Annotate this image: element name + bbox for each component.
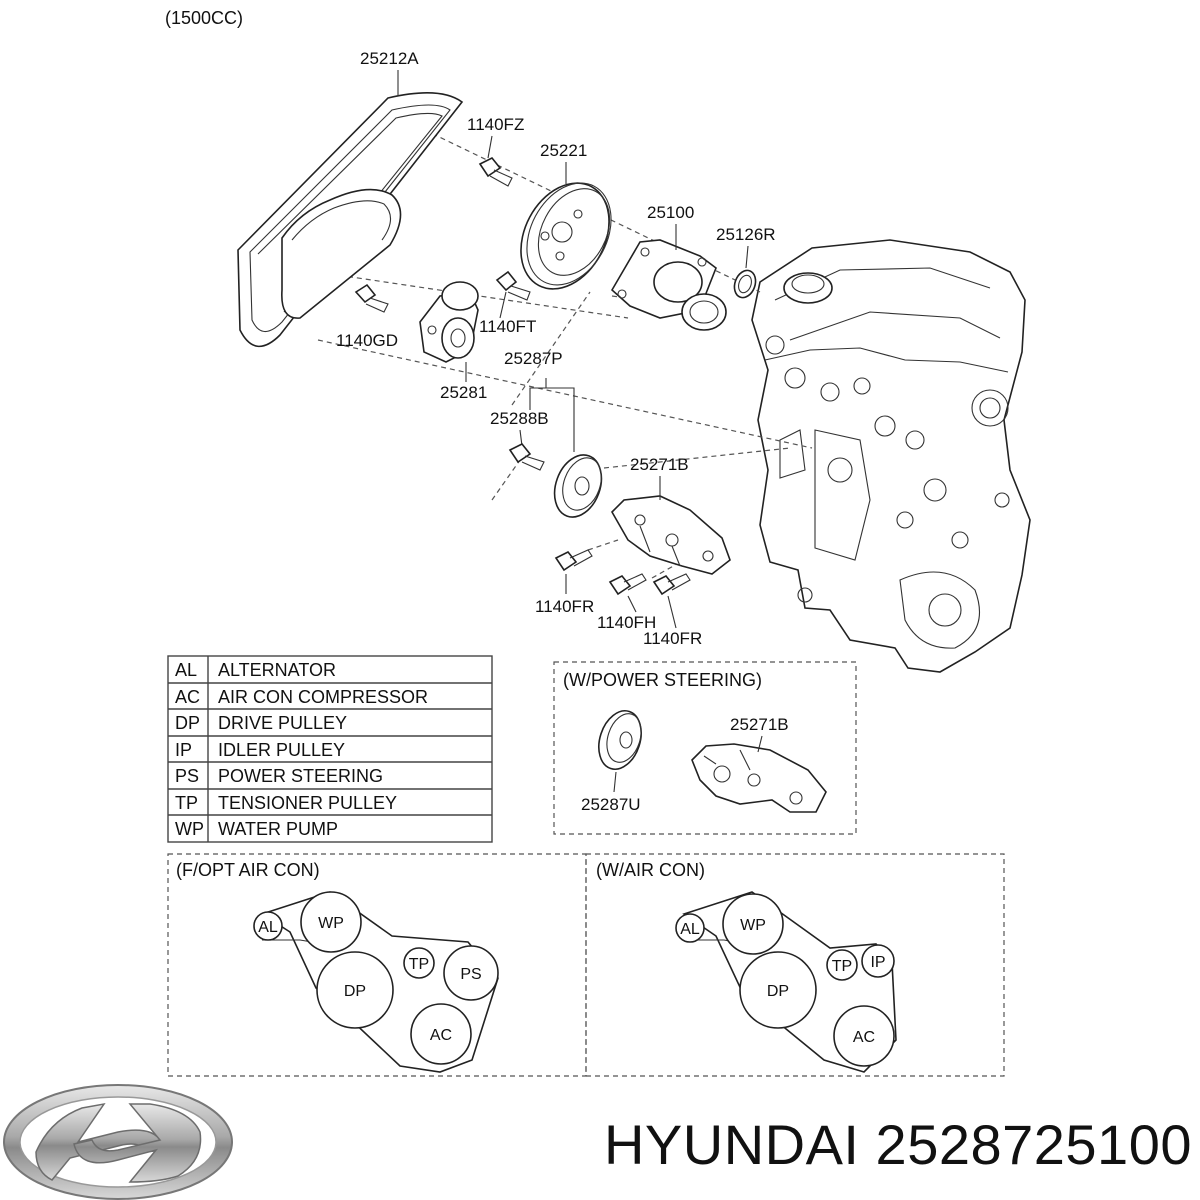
legend-code: AC <box>175 687 200 707</box>
bolt-idler <box>508 442 545 471</box>
ps-box-pulley: 25287U <box>581 795 641 814</box>
pulley-ip: IP <box>870 954 885 971</box>
pulley-ps: PS <box>460 966 481 983</box>
label-water-pump: 25100 <box>647 203 694 222</box>
routing-opt-title: (F/OPT AIR CON) <box>176 860 320 880</box>
label-idler-assy: 25287P <box>504 349 563 368</box>
label-bolt-ft: 1140FT <box>479 317 536 336</box>
legend-table: AL ALTERNATOR AC AIR CON COMPRESSOR DP D… <box>167 655 493 843</box>
tensioner <box>419 281 479 363</box>
label-bracket: 25271B <box>630 455 689 474</box>
bolt-1140fr-left <box>554 549 593 572</box>
brand-caption: HYUNDAI 2528725100 <box>522 1110 1192 1180</box>
brand-name: HYUNDAI <box>603 1113 860 1176</box>
part-number: 2528725100 <box>875 1113 1192 1176</box>
routing-box-opt: (F/OPT AIR CON) AL WP DP TP PS AC <box>167 853 587 1077</box>
pulley-ac: AC <box>853 1029 875 1046</box>
engine-label: (1500CC) <box>165 8 243 28</box>
pulley-dp: DP <box>767 983 789 1000</box>
idler-pulley <box>553 454 603 518</box>
pulley-ac: AC <box>430 1027 452 1044</box>
bolt-1140gd <box>354 283 389 313</box>
ps-box-bracket: 25271B <box>730 715 789 734</box>
bolt-1140fz <box>478 156 513 187</box>
bolt-1140fh <box>608 573 647 596</box>
pulley-al: AL <box>680 921 700 938</box>
label-bolt-fz: 1140FZ <box>467 115 524 134</box>
legend-name: AIR CON COMPRESSOR <box>218 687 428 707</box>
label-pulley-wp: 25221 <box>540 141 587 160</box>
label-bolt-gd: 1140GD <box>336 331 398 350</box>
label-bolt-fr1: 1140FR <box>535 597 594 616</box>
legend-code: TP <box>175 793 198 813</box>
bracket <box>611 495 731 575</box>
label-bolt-idler: 25288B <box>490 409 549 428</box>
bolt-1140ft <box>495 270 531 301</box>
legend-name: TENSIONER PULLEY <box>218 793 397 813</box>
legend-code: AL <box>175 660 197 680</box>
legend-name: IDLER PULLEY <box>218 740 345 760</box>
routing-ac-title: (W/AIR CON) <box>596 860 705 880</box>
pulley-wp: WP <box>318 915 344 932</box>
legend-code: IP <box>175 740 192 760</box>
legend-code: PS <box>175 766 199 786</box>
drive-belt <box>237 92 464 348</box>
legend-name: POWER STEERING <box>218 766 383 786</box>
gasket <box>733 269 757 299</box>
bolt-1140fr-right <box>652 573 691 596</box>
pulley-tp: TP <box>409 956 429 973</box>
routing-box-ac: (W/AIR CON) AL WP DP TP IP AC <box>585 853 1005 1077</box>
legend-code: DP <box>175 713 200 733</box>
legend-name: WATER PUMP <box>218 819 338 839</box>
pulley-dp: DP <box>344 983 366 1000</box>
ps-box-title: (W/POWER STEERING) <box>563 670 762 690</box>
label-bolt-fh: 1140FH <box>597 613 656 632</box>
label-belt: 25212A <box>360 49 419 68</box>
engine-block <box>751 239 1031 673</box>
hyundai-logo <box>3 1084 233 1200</box>
water-pump-pulley <box>520 182 612 290</box>
legend-code: WP <box>175 819 204 839</box>
water-pump <box>610 239 727 331</box>
legend-name: ALTERNATOR <box>218 660 336 680</box>
legend-name: DRIVE PULLEY <box>218 713 347 733</box>
pulley-tp: TP <box>832 958 852 975</box>
pulley-wp: WP <box>740 917 766 934</box>
label-bolt-fr2: 1140FR <box>643 629 702 648</box>
pulley-al: AL <box>258 919 278 936</box>
power-steering-box: (W/POWER STEERING) 25271B 25287U <box>553 661 857 835</box>
label-gasket: 25126R <box>716 225 776 244</box>
label-tensioner: 25281 <box>440 383 487 402</box>
